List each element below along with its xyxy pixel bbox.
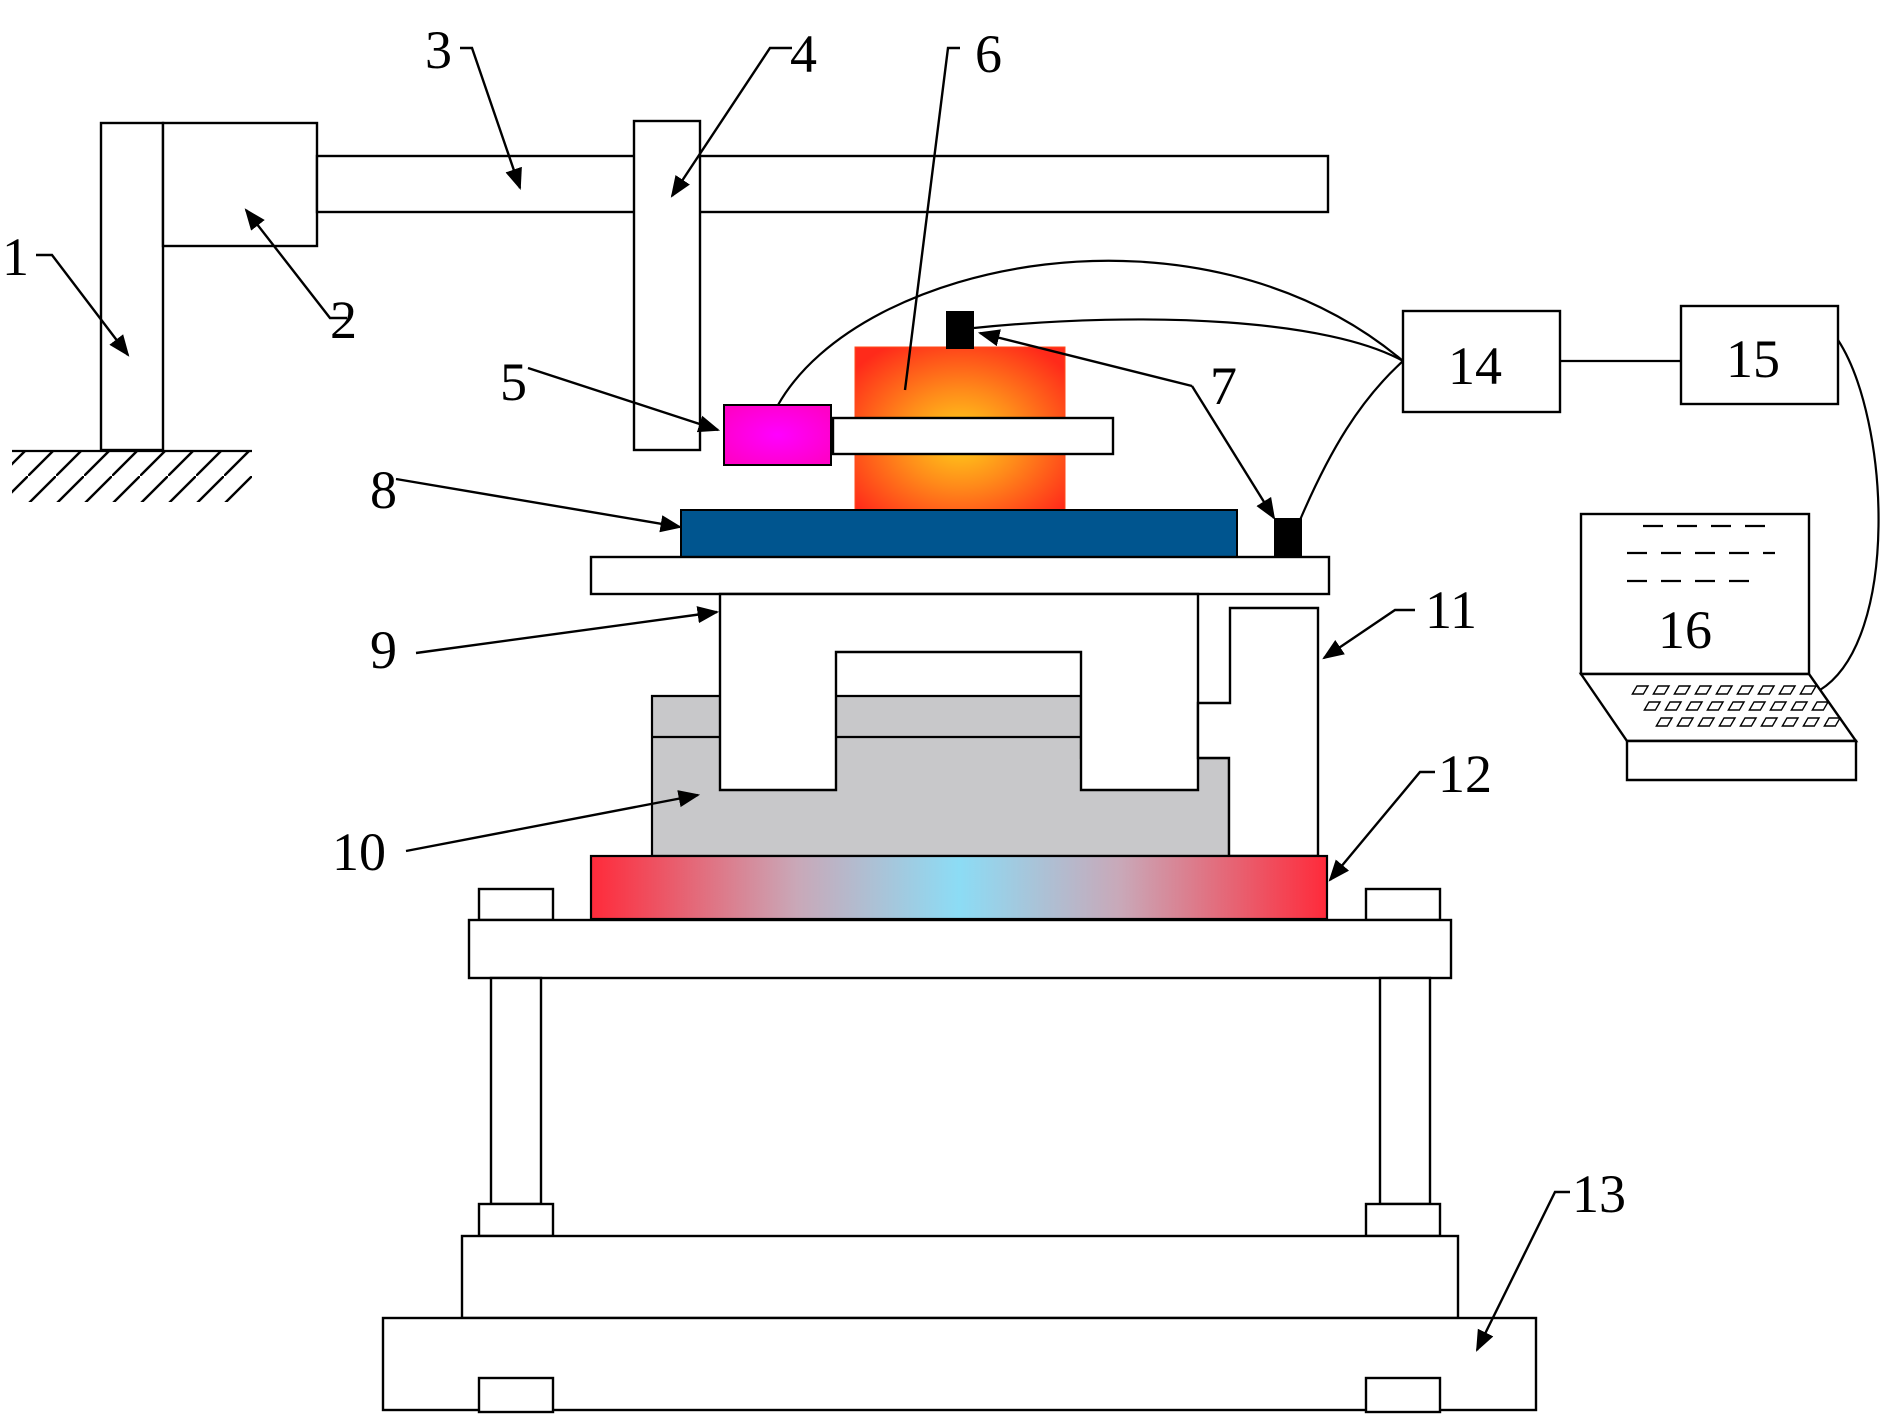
label-7: 7 (1210, 356, 1237, 416)
keyboard-key (1757, 685, 1776, 695)
gradient-plate (589, 854, 1329, 921)
keyboard-key (1631, 685, 1650, 695)
label-2: 2 (330, 290, 357, 350)
keyboard-key (1769, 701, 1788, 711)
horizontal-arm (315, 154, 1330, 214)
blue-plate (680, 509, 1238, 559)
laptop (1578, 512, 1859, 782)
label-15: 15 (1726, 329, 1780, 389)
ground-hatch (12, 452, 252, 502)
keyboard-key (1799, 685, 1818, 695)
keyboard-key (1736, 685, 1755, 695)
label-13: 13 (1572, 1164, 1626, 1224)
clamp-bar (831, 416, 1115, 456)
upper-die (718, 592, 1200, 792)
keyboard-key (1697, 717, 1716, 727)
label-8: 8 (370, 460, 397, 520)
signal-wires (777, 259, 1880, 691)
controller-box (1401, 309, 1562, 414)
side-guide (1196, 606, 1320, 858)
keyboard-key (1739, 717, 1758, 727)
label-4: 4 (790, 24, 817, 84)
laptop-keyboard (1631, 685, 1842, 727)
keyboard-key (1823, 717, 1842, 727)
keyboard-key (1718, 717, 1737, 727)
keyboard-key (1673, 685, 1692, 695)
keyboard-key (1652, 685, 1671, 695)
screen-lines (1627, 524, 1775, 583)
keyboard-key (1778, 685, 1797, 695)
keyboard-key (1664, 701, 1683, 711)
press-base (381, 1316, 1538, 1414)
keyboard-key (1685, 701, 1704, 711)
label-3: 3 (425, 20, 452, 80)
keyboard-key (1694, 685, 1713, 695)
press-frame (460, 887, 1460, 1320)
label-6: 6 (975, 24, 1002, 84)
keyboard-key (1748, 701, 1767, 711)
keyboard-key (1781, 717, 1800, 727)
support-column (12, 121, 252, 502)
label-10: 10 (332, 822, 386, 882)
sensor-right (1274, 518, 1302, 558)
keyboard-key (1802, 717, 1821, 727)
label-9: 9 (370, 620, 397, 680)
leader-lines (36, 46, 1570, 1352)
keyboard-key (1643, 701, 1662, 711)
keyboard-key (1811, 701, 1830, 711)
label-11: 11 (1425, 580, 1477, 640)
keyboard-key (1715, 685, 1734, 695)
acquisition-box (1679, 304, 1840, 406)
keyboard-key (1655, 717, 1674, 727)
label-12: 12 (1438, 744, 1492, 804)
part-labels: 1 2 3 4 6 5 7 8 9 11 10 12 13 14 15 16 (2, 20, 1780, 1224)
top-platen (589, 555, 1331, 596)
keyboard-key (1727, 701, 1746, 711)
label-16: 16 (1658, 600, 1712, 660)
probe-block (723, 404, 832, 466)
keyboard-key (1760, 717, 1779, 727)
label-14: 14 (1448, 336, 1502, 396)
sensor-top (946, 311, 974, 349)
keyboard-key (1790, 701, 1809, 711)
label-5: 5 (500, 352, 527, 412)
cantilever-block (161, 121, 319, 248)
keyboard-key (1676, 717, 1695, 727)
keyboard-key (1706, 701, 1725, 711)
label-1: 1 (2, 227, 29, 287)
vertical-slider (632, 119, 702, 452)
